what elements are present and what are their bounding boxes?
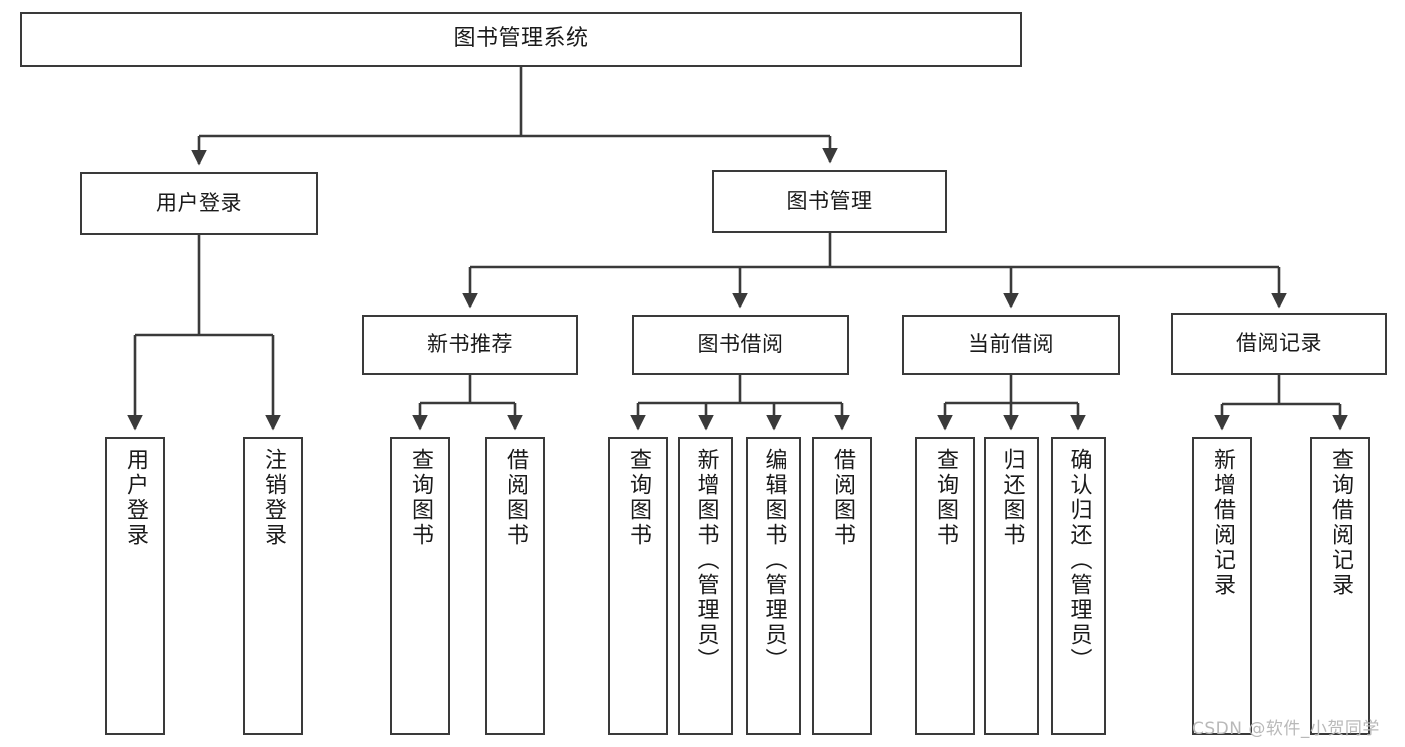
node-leaf-query-record[interactable]: 查询借阅记录 (1310, 437, 1370, 735)
node-user-login[interactable]: 用户登录 (80, 172, 318, 235)
node-leaf-confirm-return-label: 确认归还（管理员） (1066, 448, 1092, 673)
node-leaf-borrow-book-bb-label: 借阅图书 (830, 448, 855, 548)
node-leaf-return-book-label: 归还图书 (999, 448, 1025, 548)
node-new-book-recommend[interactable]: 新书推荐 (362, 315, 578, 375)
node-root-label: 图书管理系统 (453, 26, 589, 52)
node-leaf-borrow-book-rec-label: 借阅图书 (503, 448, 528, 548)
node-book-management[interactable]: 图书管理 (712, 170, 947, 233)
node-leaf-add-record-label: 新增借阅记录 (1210, 448, 1235, 598)
node-leaf-add-record[interactable]: 新增借阅记录 (1192, 437, 1252, 735)
node-book-borrow-label: 图书借阅 (697, 332, 784, 357)
node-leaf-edit-book[interactable]: 编辑图书（管理员） (746, 437, 801, 735)
node-borrow-record[interactable]: 借阅记录 (1171, 313, 1387, 375)
csdn-watermark: CSDN @软件_小贺同学 (1192, 719, 1380, 739)
node-leaf-query-book-cb[interactable]: 查询图书 (915, 437, 975, 735)
node-new-book-recommend-label: 新书推荐 (427, 332, 513, 357)
node-leaf-add-book-label: 新增图书（管理员） (693, 448, 719, 673)
node-leaf-logout-label: 注销登录 (261, 448, 286, 548)
node-leaf-query-book-bb[interactable]: 查询图书 (608, 437, 668, 735)
node-leaf-query-book-rec-label: 查询图书 (408, 448, 433, 548)
node-user-login-label: 用户登录 (156, 190, 242, 215)
edge-currentborrow-to-leaves (937, 375, 1086, 431)
node-current-borrow-label: 当前借阅 (968, 332, 1054, 357)
node-current-borrow[interactable]: 当前借阅 (902, 315, 1120, 375)
edge-bookborrow-to-leaves (630, 375, 850, 431)
node-book-management-label: 图书管理 (786, 188, 873, 213)
node-leaf-query-book-cb-label: 查询图书 (933, 448, 958, 548)
node-leaf-user-login[interactable]: 用户登录 (105, 437, 165, 735)
node-leaf-query-book-bb-label: 查询图书 (626, 448, 651, 548)
edge-bookmgmt-to-level3 (462, 233, 1287, 309)
edge-root-to-level2 (191, 67, 838, 166)
edge-borrowrecord-to-leaves (1214, 375, 1348, 431)
node-leaf-logout[interactable]: 注销登录 (243, 437, 303, 735)
node-leaf-add-book[interactable]: 新增图书（管理员） (678, 437, 733, 735)
node-leaf-user-login-label: 用户登录 (123, 448, 148, 548)
node-leaf-query-book-rec[interactable]: 查询图书 (390, 437, 450, 735)
node-book-borrow[interactable]: 图书借阅 (632, 315, 849, 375)
node-leaf-borrow-book-rec[interactable]: 借阅图书 (485, 437, 545, 735)
node-leaf-borrow-book-bb[interactable]: 借阅图书 (812, 437, 872, 735)
node-leaf-return-book[interactable]: 归还图书 (984, 437, 1039, 735)
node-borrow-record-label: 借阅记录 (1236, 331, 1322, 356)
node-leaf-confirm-return[interactable]: 确认归还（管理员） (1051, 437, 1106, 735)
node-leaf-query-record-label: 查询借阅记录 (1328, 448, 1353, 598)
edge-userlogin-to-leaves (127, 235, 281, 431)
node-root[interactable]: 图书管理系统 (20, 12, 1022, 67)
node-leaf-edit-book-label: 编辑图书（管理员） (761, 448, 787, 673)
edge-newbook-to-leaves (412, 375, 523, 431)
